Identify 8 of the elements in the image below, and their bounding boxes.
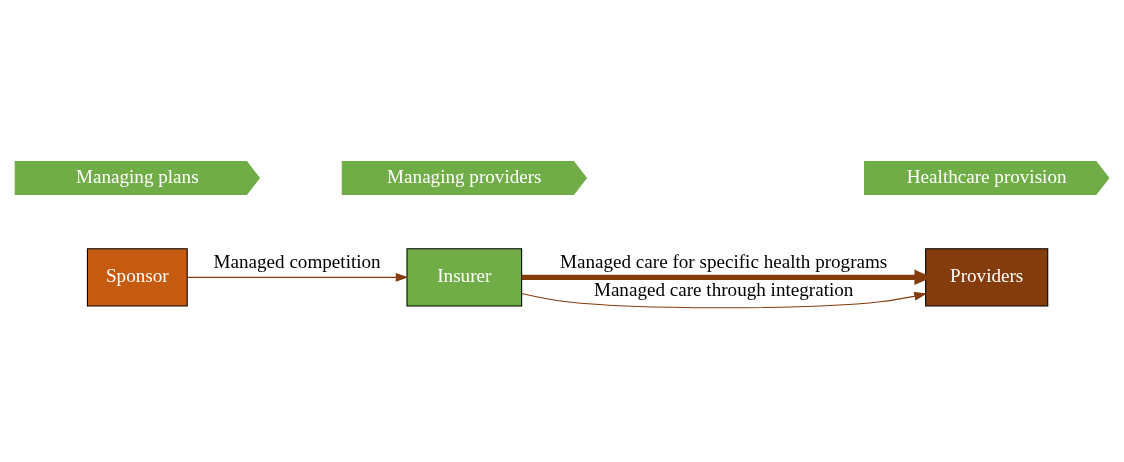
edge-label: Managed care through integration <box>593 278 854 300</box>
arrow <box>186 272 409 282</box>
arrow <box>521 291 928 308</box>
edge-label: Managed competition <box>213 250 381 272</box>
edge-label: Managed care for specific health programs <box>559 250 888 272</box>
node-box: Sponsor <box>86 247 188 307</box>
node-box: Providers <box>925 247 1049 307</box>
node-box: Insurer <box>406 247 523 307</box>
